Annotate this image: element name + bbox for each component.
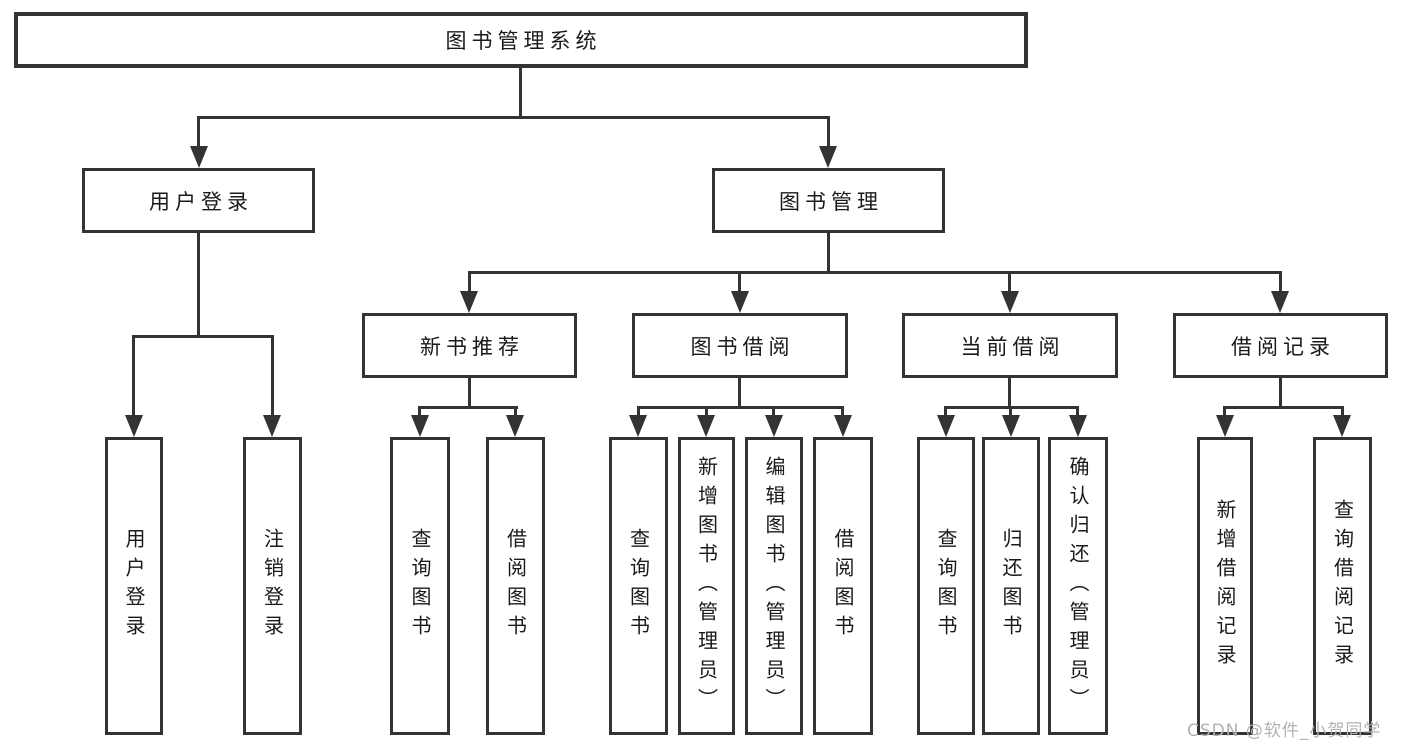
leaf-cb-query-books: 查询图书 bbox=[917, 437, 975, 735]
connector-line bbox=[519, 68, 522, 118]
connector-line bbox=[637, 408, 640, 416]
arrowhead-icon bbox=[506, 415, 524, 437]
arrowhead-icon bbox=[460, 291, 478, 313]
leaf-label: 查询图书 bbox=[408, 528, 432, 644]
leaf-label: 借阅图书 bbox=[831, 528, 855, 644]
arrowhead-icon bbox=[629, 415, 647, 437]
connector-line bbox=[1008, 378, 1011, 408]
node-library-management-system: 图书管理系统 bbox=[14, 12, 1028, 68]
connector-line bbox=[1009, 408, 1012, 416]
node-new-book-recommendation: 新书推荐 bbox=[362, 313, 577, 378]
arrowhead-icon bbox=[125, 415, 143, 437]
node-label: 图书借阅 bbox=[690, 334, 795, 359]
leaf-bb-borrow-books: 借阅图书 bbox=[813, 437, 873, 735]
leaf-br-add-record: 新增借阅记录 bbox=[1197, 437, 1253, 735]
node-label: 借阅记录 bbox=[1231, 334, 1335, 359]
arrowhead-icon bbox=[937, 415, 955, 437]
leaf-nb-borrow-books: 借阅图书 bbox=[486, 437, 545, 735]
node-label: 当前借阅 bbox=[960, 334, 1065, 359]
arrowhead-icon bbox=[731, 291, 749, 313]
connector-line bbox=[841, 408, 844, 416]
arrowhead-icon bbox=[697, 415, 715, 437]
connector-line bbox=[1223, 406, 1344, 409]
leaf-br-query-record: 查询借阅记录 bbox=[1313, 437, 1372, 735]
connector-line bbox=[1279, 378, 1282, 408]
connector-line bbox=[468, 378, 471, 408]
node-user-login: 用户登录 bbox=[82, 168, 315, 233]
leaf-label: 查询借阅记录 bbox=[1330, 499, 1355, 673]
leaf-cb-return-books: 归还图书 bbox=[982, 437, 1040, 735]
node-label: 图书管理 bbox=[779, 189, 883, 214]
node-current-borrowing: 当前借阅 bbox=[902, 313, 1118, 378]
leaf-label: 注销登录 bbox=[260, 528, 285, 644]
leaf-label: 查询图书 bbox=[934, 528, 958, 644]
connector-line bbox=[738, 378, 741, 408]
connector-line bbox=[132, 335, 274, 338]
arrowhead-icon bbox=[263, 415, 281, 437]
connector-line bbox=[738, 273, 741, 291]
connector-line bbox=[514, 408, 517, 416]
arrowhead-icon bbox=[1001, 291, 1019, 313]
connector-line bbox=[705, 408, 708, 416]
leaf-label: 查询图书 bbox=[626, 528, 651, 644]
node-label: 新书推荐 bbox=[420, 334, 524, 359]
leaf-bb-edit-books-admin: 编辑图书（管理员） bbox=[745, 437, 803, 735]
arrowhead-icon bbox=[765, 415, 783, 437]
leaf-label: 新增图书（管理员） bbox=[694, 455, 719, 717]
arrowhead-icon bbox=[190, 146, 208, 168]
node-label: 图书管理系统 bbox=[445, 29, 602, 53]
arrowhead-icon bbox=[834, 415, 852, 437]
leaf-logout: 注销登录 bbox=[243, 437, 302, 735]
arrowhead-icon bbox=[1333, 415, 1351, 437]
connector-line bbox=[197, 233, 200, 337]
connector-line bbox=[418, 408, 421, 416]
leaf-bb-query-books: 查询图书 bbox=[609, 437, 668, 735]
connector-line bbox=[944, 408, 947, 416]
leaf-label: 归还图书 bbox=[999, 528, 1023, 644]
connector-line bbox=[637, 406, 844, 409]
connector-line bbox=[468, 273, 471, 291]
leaf-label: 新增借阅记录 bbox=[1213, 499, 1237, 673]
leaf-label: 编辑图书（管理员） bbox=[762, 455, 786, 717]
connector-line bbox=[468, 271, 1282, 274]
connector-line bbox=[944, 406, 1079, 409]
arrowhead-icon bbox=[1002, 415, 1020, 437]
leaf-label: 用户登录 bbox=[122, 528, 146, 644]
arrowhead-icon bbox=[1271, 291, 1289, 313]
arrowhead-icon bbox=[1216, 415, 1234, 437]
leaf-label: 借阅图书 bbox=[503, 528, 528, 644]
connector-line bbox=[197, 118, 200, 146]
leaf-user-login: 用户登录 bbox=[105, 437, 163, 735]
arrowhead-icon bbox=[411, 415, 429, 437]
leaf-cb-confirm-return-admin: 确认归还（管理员） bbox=[1048, 437, 1108, 735]
node-borrowing-records: 借阅记录 bbox=[1173, 313, 1388, 378]
leaf-bb-add-books-admin: 新增图书（管理员） bbox=[678, 437, 735, 735]
connector-line bbox=[197, 116, 830, 119]
node-label: 用户登录 bbox=[149, 189, 253, 214]
arrowhead-icon bbox=[1069, 415, 1087, 437]
leaf-nb-query-books: 查询图书 bbox=[390, 437, 450, 735]
leaf-label: 确认归还（管理员） bbox=[1066, 455, 1090, 717]
node-book-management: 图书管理 bbox=[712, 168, 945, 233]
connector-line bbox=[271, 337, 274, 415]
connector-line bbox=[132, 337, 135, 415]
connector-line bbox=[418, 406, 518, 409]
arrowhead-icon bbox=[819, 146, 837, 168]
connector-line bbox=[827, 233, 830, 273]
csdn-watermark: CSDN @软件_小贺同学 bbox=[1187, 721, 1382, 741]
connector-line bbox=[1223, 408, 1226, 416]
connector-line bbox=[1341, 408, 1344, 416]
connector-line bbox=[1076, 408, 1079, 416]
connector-line bbox=[1279, 273, 1282, 291]
connector-line bbox=[772, 408, 775, 416]
connector-line bbox=[1008, 273, 1011, 291]
node-book-borrowing: 图书借阅 bbox=[632, 313, 848, 378]
connector-line bbox=[827, 118, 830, 146]
